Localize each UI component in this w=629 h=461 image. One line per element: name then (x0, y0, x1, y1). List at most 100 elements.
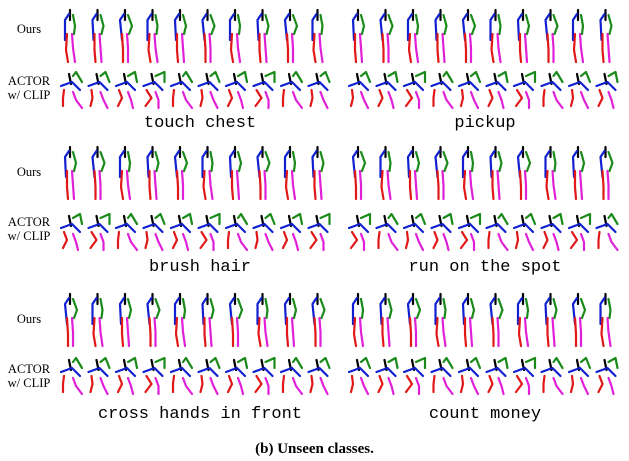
skeleton-leg-right (470, 171, 473, 199)
skeleton-figure-upright (436, 10, 447, 62)
skeleton-leg-left (63, 232, 67, 248)
skeleton-leg-right (553, 318, 555, 346)
skeleton-figure-upright (148, 294, 160, 346)
skeleton-figure-actor (597, 72, 618, 108)
skeleton-arm (321, 358, 330, 368)
skeleton-figure-actor (226, 72, 247, 108)
skeleton-leg-right (237, 34, 240, 62)
skeleton-figure-actor (569, 72, 590, 108)
skeleton-leg-left (232, 171, 233, 199)
skeleton-leg-left (150, 171, 151, 199)
skeleton-arm (499, 358, 508, 368)
skeleton-leg-left (95, 171, 96, 199)
skeleton-torso (309, 368, 328, 376)
skeleton-figure-upright (93, 10, 104, 62)
skeleton-leg-right (72, 318, 73, 346)
skeleton-leg-left (571, 376, 573, 392)
skeleton-leg-right (609, 378, 614, 394)
skeleton-leg-left (489, 376, 493, 392)
skeleton-arm (361, 214, 370, 224)
skeleton-arm (238, 72, 247, 82)
skeleton-arm (526, 152, 530, 171)
skeleton-leg-right (237, 171, 239, 199)
skeleton-leg-right (499, 92, 504, 108)
skeleton-figure-upright (408, 294, 420, 346)
skeleton-leg-right (128, 234, 137, 250)
skeleton-leg-right (389, 378, 394, 394)
skeleton-torso (226, 82, 245, 90)
skeleton-leg-left (410, 318, 411, 346)
skeleton-leg-right (498, 34, 501, 62)
skeleton-leg-right (292, 34, 293, 62)
skeleton-arm (609, 152, 613, 171)
skeleton-figure-upright (148, 147, 159, 199)
skeleton-arm (211, 15, 215, 34)
skeleton-arm (416, 214, 425, 224)
skeleton-leg-left (351, 90, 353, 106)
skeleton-torso (459, 82, 478, 90)
skeleton-torso (514, 82, 533, 90)
skeleton-figure-upright (120, 294, 131, 346)
skeleton-leg-left (516, 376, 522, 392)
skeleton-arm (581, 358, 590, 368)
skeleton-leg-left (149, 34, 151, 62)
skeleton-torso (226, 368, 245, 376)
skeleton-figure-upright (408, 10, 418, 62)
skeleton-leg-right (321, 92, 328, 108)
skeleton-torso (569, 224, 588, 232)
skeleton-figure-upright (518, 147, 530, 199)
skeleton-leg-right (156, 234, 163, 250)
skeleton-torso (281, 224, 300, 232)
skeleton-leg-left (283, 90, 284, 106)
skeleton-figure-upright (573, 10, 583, 62)
skeleton-figure-actor (89, 358, 110, 394)
skeleton-torso (61, 224, 80, 232)
skeleton-figure-upright (285, 147, 295, 199)
skeleton-leg-right (210, 171, 213, 199)
skeleton-torso (404, 82, 423, 90)
skeleton-figure-actor (569, 358, 590, 394)
skeleton-leg-left (122, 318, 123, 346)
skeleton-torso (349, 82, 368, 90)
skeleton-leg-right (389, 92, 394, 108)
skeleton-leg-right (416, 92, 419, 108)
skeleton-leg-right (211, 378, 218, 394)
skeleton-leg-left (520, 171, 521, 199)
skeleton-arm (321, 152, 324, 171)
skeleton-figure-actor (349, 72, 370, 108)
skeleton-figure-actor (377, 214, 398, 250)
skeleton-leg-left (493, 318, 494, 346)
skeleton-leg-left (94, 318, 96, 346)
skeleton-leg-right (238, 92, 243, 108)
skeleton-figure-upright (353, 147, 365, 199)
skeleton-leg-left (409, 34, 411, 62)
skeleton-leg-left (205, 34, 206, 62)
skeleton-torso (349, 224, 368, 232)
skeleton-figure-upright (285, 294, 296, 346)
skeleton-leg-right (360, 34, 362, 62)
skeleton-arm (156, 214, 165, 224)
skeleton-figure-actor (377, 72, 398, 108)
skeleton-torso (432, 368, 451, 376)
skeleton-leg-right (581, 378, 588, 394)
skeleton-leg-left (492, 34, 494, 62)
skeleton-figure-upright (491, 294, 503, 346)
skeleton-leg-left (355, 34, 356, 62)
skeleton-leg-right (155, 171, 157, 199)
skeleton-leg-right (444, 92, 453, 108)
skeleton-torso (432, 82, 451, 90)
skeleton-leg-left (379, 376, 383, 392)
skeleton-arm (444, 214, 453, 224)
skeleton-arm (73, 152, 76, 171)
skeleton-leg-right (182, 34, 184, 62)
skeleton-leg-right (581, 92, 588, 108)
skeleton-arm (361, 15, 364, 34)
skeleton-leg-left (177, 171, 178, 199)
skeleton-figure-upright (230, 147, 241, 199)
skeleton-leg-right (238, 234, 247, 250)
skeleton-arm (444, 299, 446, 318)
skeleton-arm (73, 214, 82, 224)
skeleton-arm (581, 152, 584, 171)
skeleton-leg-right (499, 234, 508, 250)
